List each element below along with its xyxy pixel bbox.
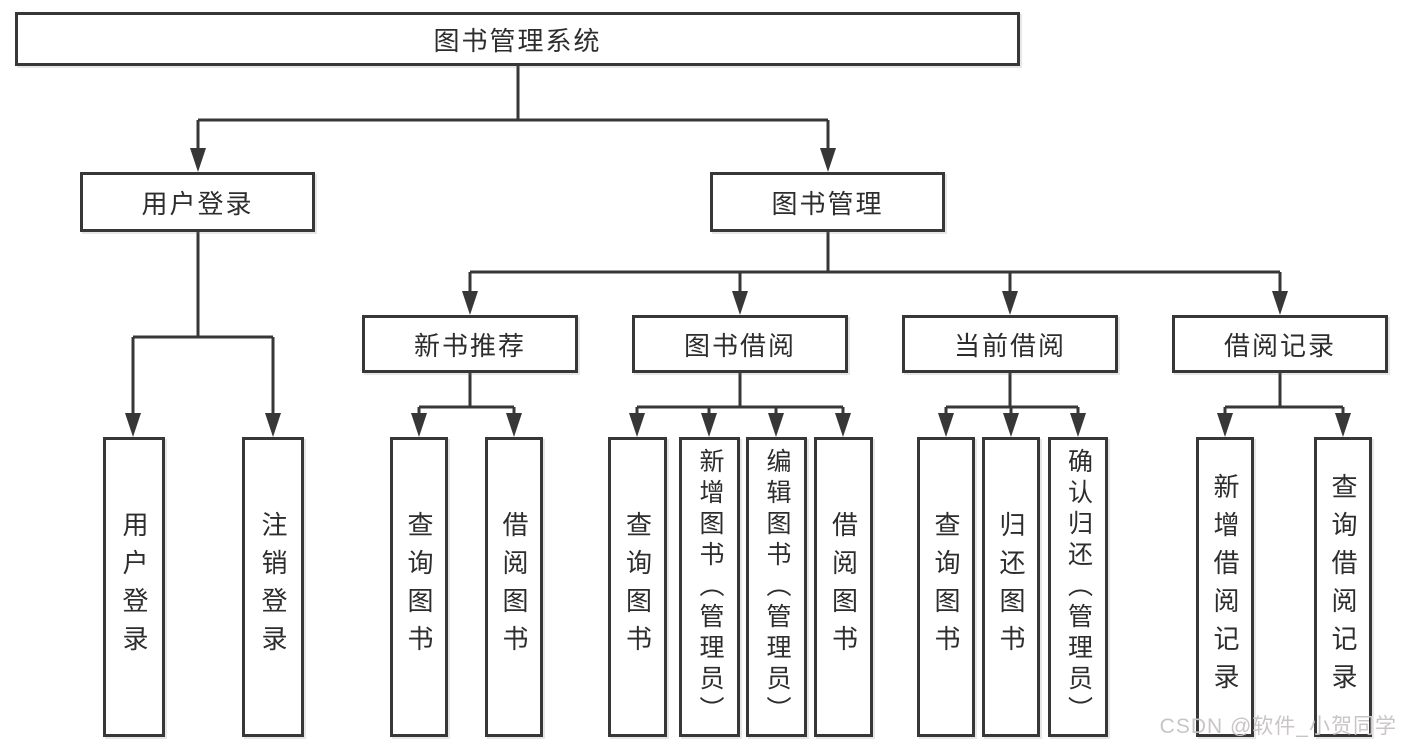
arrow-icon [1217, 413, 1233, 437]
node-label: 新增图书（管理员） [696, 447, 724, 727]
node-user-login: 用户登录 [80, 172, 315, 232]
arrow-icon [835, 413, 851, 437]
connector-user-login-to-leaves [131, 230, 275, 415]
node-label: 编辑图书（管理员） [763, 447, 791, 727]
arrow-icon [190, 148, 206, 172]
arrow-icon [768, 413, 784, 437]
node-label: 确认归还（管理员） [1064, 447, 1093, 727]
node-label: 当前借阅 [953, 330, 1066, 361]
arrow-icon [701, 413, 717, 437]
connector-current-borrow-to-leaves [944, 371, 1080, 417]
node-label: 借阅图书 [499, 511, 529, 663]
leaf-query-borrow-record: 查询借阅记录 [1314, 437, 1372, 737]
node-book-borrow: 图书借阅 [632, 315, 848, 373]
node-label: 查询图书 [931, 511, 961, 663]
node-label: 借阅图书 [828, 511, 859, 663]
leaf-add-borrow-record: 新增借阅记录 [1196, 437, 1254, 737]
leaf-borrow-books-2: 借阅图书 [814, 437, 873, 737]
arrow-icon [938, 413, 954, 437]
arrow-icon [265, 413, 281, 437]
leaf-logout: 注销登录 [242, 437, 304, 737]
arrow-icon [1002, 291, 1018, 315]
connector-new-book-recommend-to-leaves [417, 371, 516, 417]
node-current-borrow: 当前借阅 [902, 315, 1118, 373]
arrow-icon [732, 291, 748, 315]
leaf-user-login: 用户登录 [103, 437, 165, 737]
node-label: 新书推荐 [413, 330, 526, 361]
node-label: 查询图书 [404, 511, 434, 663]
arrow-icon [411, 413, 427, 437]
node-label: 用户登录 [119, 511, 149, 663]
node-label: 查询借阅记录 [1328, 473, 1358, 701]
leaf-query-books-1: 查询图书 [390, 437, 448, 737]
node-label: 图书借阅 [683, 330, 796, 361]
node-book-management: 图书管理 [710, 172, 945, 232]
node-label: 借阅记录 [1223, 330, 1336, 361]
connector-borrow-records-to-leaves [1223, 371, 1345, 417]
node-label: 图书管理系统 [433, 25, 602, 56]
arrow-icon [1335, 413, 1351, 437]
connector-book-management-to-level3 [468, 230, 1282, 293]
leaf-add-book-admin: 新增图书（管理员） [679, 437, 740, 737]
arrow-icon [820, 148, 836, 172]
arrow-icon [629, 413, 645, 437]
arrow-icon [1272, 291, 1288, 315]
leaf-edit-book-admin: 编辑图书（管理员） [746, 437, 807, 737]
arrow-icon [1003, 413, 1019, 437]
leaf-query-books-3: 查询图书 [917, 437, 975, 737]
arrow-icon [506, 413, 522, 437]
arrow-icon [462, 291, 478, 315]
leaf-return-books: 归还图书 [982, 437, 1040, 737]
csdn-watermark: CSDN @软件_小贺同学 [1159, 715, 1397, 738]
node-label: 图书管理 [771, 188, 884, 219]
node-root: 图书管理系统 [15, 12, 1020, 66]
leaf-borrow-books-1: 借阅图书 [485, 437, 543, 737]
node-new-book-recommend: 新书推荐 [362, 315, 578, 373]
arrow-icon [1070, 413, 1086, 437]
arrow-icon [125, 413, 141, 437]
connector-book-borrow-to-leaves [635, 371, 845, 417]
node-label: 用户登录 [141, 188, 254, 219]
connector-root-to-level2 [196, 65, 830, 150]
node-label: 查询图书 [622, 511, 653, 663]
leaf-confirm-return-admin: 确认归还（管理员） [1048, 437, 1108, 737]
node-borrow-records: 借阅记录 [1172, 315, 1388, 373]
node-label: 归还图书 [996, 511, 1026, 663]
arrowheads [125, 148, 1351, 437]
node-label: 新增借阅记录 [1210, 473, 1240, 701]
leaf-query-books-2: 查询图书 [608, 437, 667, 737]
node-label: 注销登录 [258, 511, 288, 663]
